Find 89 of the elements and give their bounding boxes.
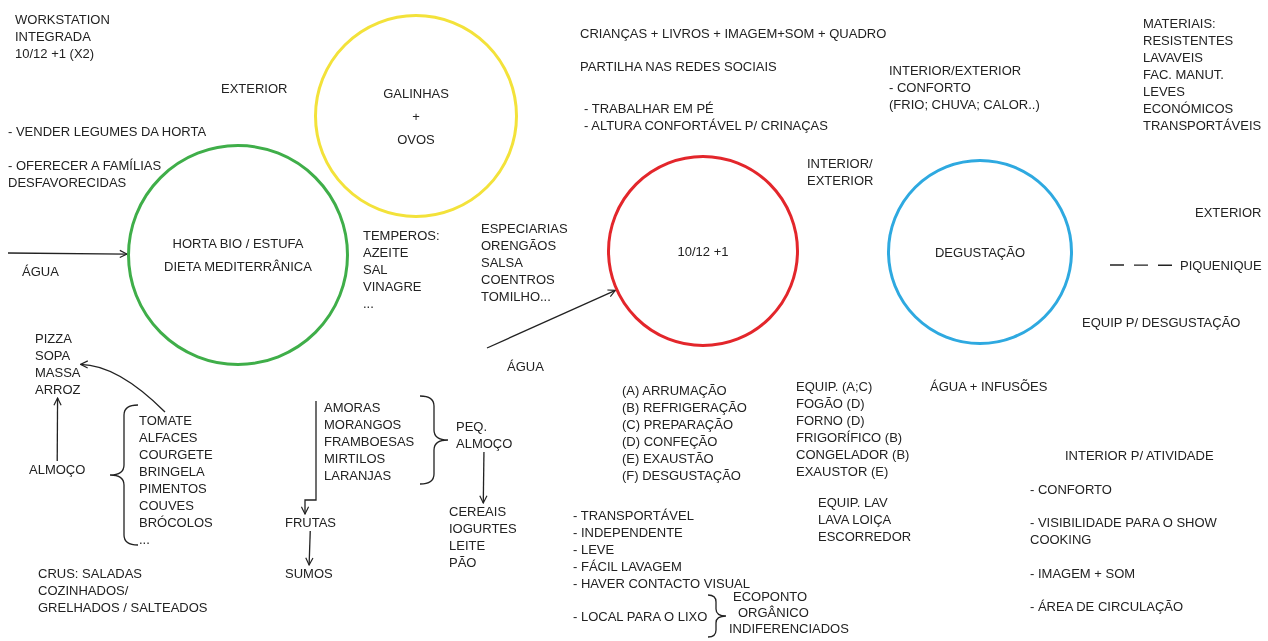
arrow (53, 397, 62, 462)
note-text: TRANSPORTÁVEIS (1143, 117, 1262, 134)
note-text: - INDEPENDENTE (573, 524, 683, 541)
note-text: CRUS: SALADAS (38, 565, 143, 582)
text-list: TOMATE ALFACES COURGETE BRINGELA PIMENTOS COUVES BRÓCOLOS ... (139, 412, 213, 548)
circle-node (607, 155, 799, 347)
note-text: PARTILHA NAS REDES SOCIAIS (580, 58, 777, 75)
note-text: CONGELADOR (B) (796, 446, 910, 463)
note-text: ORENGÃOS (481, 237, 557, 254)
note-text: SAL (363, 261, 388, 278)
note-text: - OFERECER A FAMÍLIAS DESFAVORECIDAS (8, 157, 163, 191)
circle-label: + (412, 107, 420, 126)
note-text: - CONFORTO (889, 79, 971, 96)
note-text: (A) ARRUMAÇÃO (622, 382, 727, 399)
circle-label: HORTA BIO / ESTUFA (172, 235, 304, 253)
note-text: - ÁREA DE CIRCULAÇÃO (1030, 598, 1184, 615)
note-text: FAC. MANUT. (1143, 66, 1224, 83)
circle-node (887, 159, 1073, 345)
text-list: PIZZA SOPA MASSA ARROZ (35, 330, 81, 398)
note-text: - VISIBILIDADE PARA O SHOW COOKING (1030, 514, 1218, 548)
note-text: INTERIOR/ EXTERIOR (807, 155, 875, 189)
note-text: - FÁCIL LAVAGEM (573, 558, 682, 575)
note-text: INTEGRADA (15, 28, 91, 45)
circle-label: DEGUSTAÇÃO (934, 243, 1026, 262)
note-text: (D) CONFEÇÃO (622, 433, 718, 450)
note-text: INTERIOR/EXTERIOR (889, 62, 1022, 79)
note-text: EXAUSTOR (E) (796, 463, 889, 480)
note-text: ESPECIARIAS (481, 220, 568, 237)
note-text: - TRANSPORTÁVEL (573, 507, 694, 524)
note-text: ... (363, 295, 374, 312)
note-text: CRIANÇAS + LIVROS + IMAGEM+SOM + QUADRO (580, 25, 887, 42)
arrow (7, 249, 128, 259)
note-text: EXTERIOR (1195, 204, 1262, 221)
note-text: 10/12 +1 (X2) (15, 45, 95, 62)
note-text: INDIFERENCIADOS (729, 620, 849, 637)
note-text: ECONÓMICOS (1143, 100, 1234, 117)
note-text: SALSA (481, 254, 523, 271)
node-text: FRUTAS (285, 514, 337, 531)
note-text: RESISTENTES (1143, 32, 1234, 49)
circle-label: 10/12 +1 (677, 242, 729, 261)
note-text: ORGÂNICO (738, 604, 809, 621)
note-text: (FRIO; CHUVA; CALOR..) (889, 96, 1040, 113)
circle-label: GALINHAS (383, 84, 449, 103)
note-text: EQUIP. (A;C) (796, 378, 873, 395)
text-list: AMORAS MORANGOS FRAMBOESAS MIRTILOS LARANJAS (316, 399, 415, 484)
note-text: EXTERIOR (221, 80, 288, 97)
node-text: PIQUENIQUE (1180, 257, 1262, 274)
note-text: FORNO (D) (796, 412, 865, 429)
note-text: COZINHADOS/ (38, 582, 129, 599)
note-text: LAVA LOIÇA (818, 511, 892, 528)
note-text: - CONFORTO (1030, 481, 1112, 498)
note-text: (E) EXAUSTÃO (622, 450, 714, 467)
note-text: TEMPEROS: (363, 227, 440, 244)
text-list: CEREAIS IOGURTES LEITE PÃO (449, 503, 517, 571)
note-text: AZEITE (363, 244, 409, 261)
note-text: - TRABALHAR EM PÉ (584, 100, 714, 117)
note-text: GRELHADOS / SALTEADOS (38, 599, 208, 616)
arrow (479, 451, 488, 504)
arrow (486, 289, 617, 349)
note-text: (B) REFRIGERAÇÃO (622, 399, 747, 416)
note-text: EQUIP. LAV (818, 494, 888, 511)
note-text: LEVES (1143, 83, 1185, 100)
note-text: (F) DESGUSTAÇÃO (622, 467, 741, 484)
note-text: (C) PREPARAÇÃO (622, 416, 733, 433)
note-text: COENTROS (481, 271, 555, 288)
note-text: - IMAGEM + SOM (1030, 565, 1136, 582)
note-text: MATERIAIS: (1143, 15, 1216, 32)
node-text: SUMOS (285, 565, 333, 582)
circle-label: DIETA MEDITERRÂNICA (164, 258, 312, 276)
note-text: VINAGRE (363, 278, 422, 295)
note-text: - LEVE (573, 541, 615, 558)
circle-node (314, 14, 518, 218)
text-list: PEQ. ALMOÇO (456, 418, 513, 452)
arrow (305, 530, 314, 566)
note-text: LAVAVEIS (1143, 49, 1203, 66)
note-text: - VENDER LEGUMES DA HORTA (8, 123, 207, 140)
note-text: ÁGUA + INFUSÕES (930, 378, 1048, 395)
note-text: ESCORREDOR (818, 528, 912, 545)
note-text: FOGÃO (D) (796, 395, 865, 412)
arrow (300, 400, 317, 515)
note-text: TOMILHO... (481, 288, 551, 305)
note-text: WORKSTATION (15, 11, 110, 28)
node-text: ALMOÇO (29, 461, 86, 478)
circle-label: OVOS (397, 130, 435, 149)
note-text: FRIGORÍFICO (B) (796, 429, 903, 446)
note-text: - ALTURA CONFORTÁVEL P/ CRINAÇAS (584, 117, 828, 134)
note-text: INTERIOR P/ ATIVIDADE (1065, 447, 1214, 464)
arrow (79, 360, 166, 413)
note-text: - LOCAL PARA O LIXO (573, 608, 708, 625)
